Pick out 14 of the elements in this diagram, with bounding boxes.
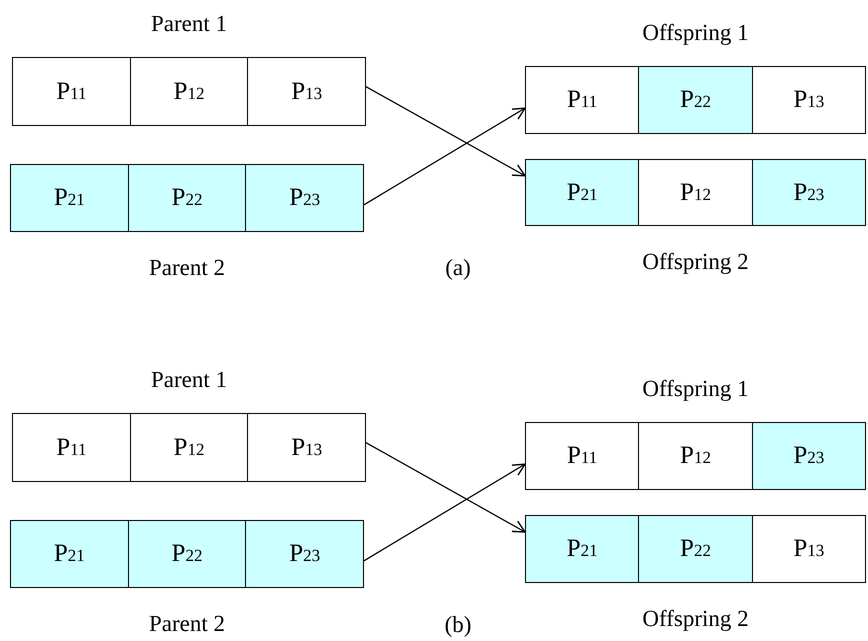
- crossover-arrow: [366, 442, 526, 533]
- panel-label: (a): [445, 255, 471, 281]
- crossover-arrow: [364, 463, 526, 562]
- chromosome-heading: Parent 1: [150, 11, 228, 37]
- chromosome-heading: Parent 1: [150, 367, 228, 393]
- chromosome-heading: Offspring 2: [641, 606, 750, 632]
- chromosome-heading: Offspring 2: [641, 249, 750, 275]
- crossover-arrow: [364, 107, 526, 206]
- crossover-arrow: [366, 86, 526, 176]
- chromosome-heading: Parent 2: [148, 255, 226, 281]
- chromosome-heading: Offspring 1: [641, 20, 750, 46]
- panel-label: (b): [444, 612, 472, 638]
- chromosome-heading: Parent 2: [148, 611, 226, 637]
- chromosome-heading: Offspring 1: [641, 376, 750, 402]
